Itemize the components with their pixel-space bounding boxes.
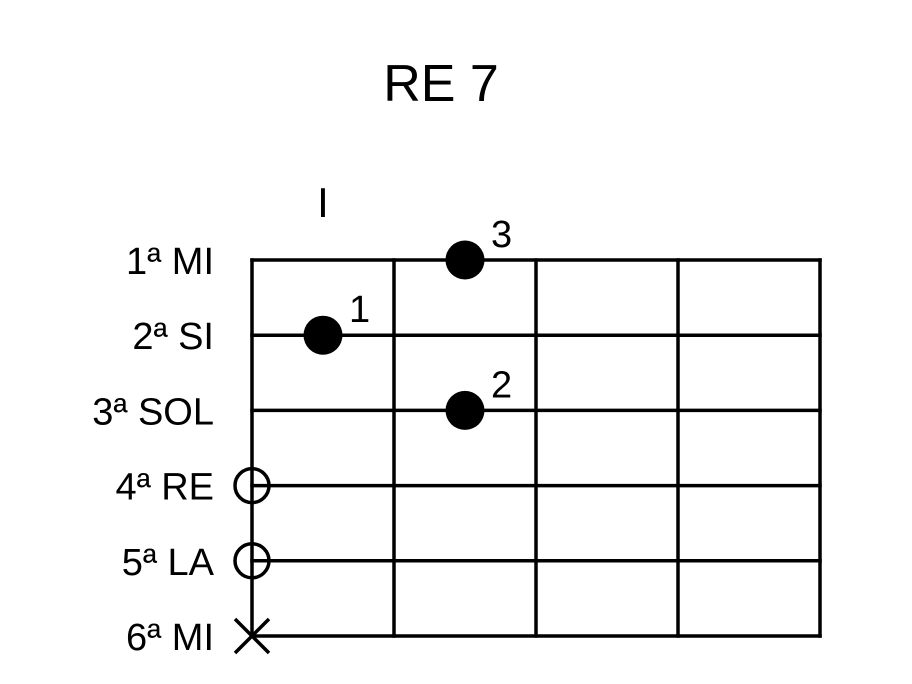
finger-dot-icon [445,390,485,430]
finger-number: 1 [349,289,370,331]
string-markers [233,466,271,655]
string-label-1: 1ª MI [126,241,214,283]
string-label-2: 2ª SI [132,316,214,358]
string-label-5: 5ª LA [122,542,215,584]
string-label-4: 4ª RE [115,467,214,509]
finger-number: 3 [491,214,512,256]
finger-dots: 3 1 2 [303,214,512,430]
chord-title: RE 7 [383,55,499,113]
finger-number: 2 [491,364,512,406]
fret-position-label: I [317,179,329,226]
string-label-3: 3ª SOL [92,391,214,433]
string-label-6: 6ª MI [126,617,214,659]
finger-dot-icon [303,315,343,355]
fretboard-grid [250,258,822,638]
finger-dot-icon [445,240,485,280]
string-labels: 1ª MI 2ª SI 3ª SOL 4ª RE 5ª LA 6ª MI [92,241,214,659]
muted-string-icon [233,617,271,655]
open-string-icon [233,542,271,580]
open-string-icon [233,466,271,505]
